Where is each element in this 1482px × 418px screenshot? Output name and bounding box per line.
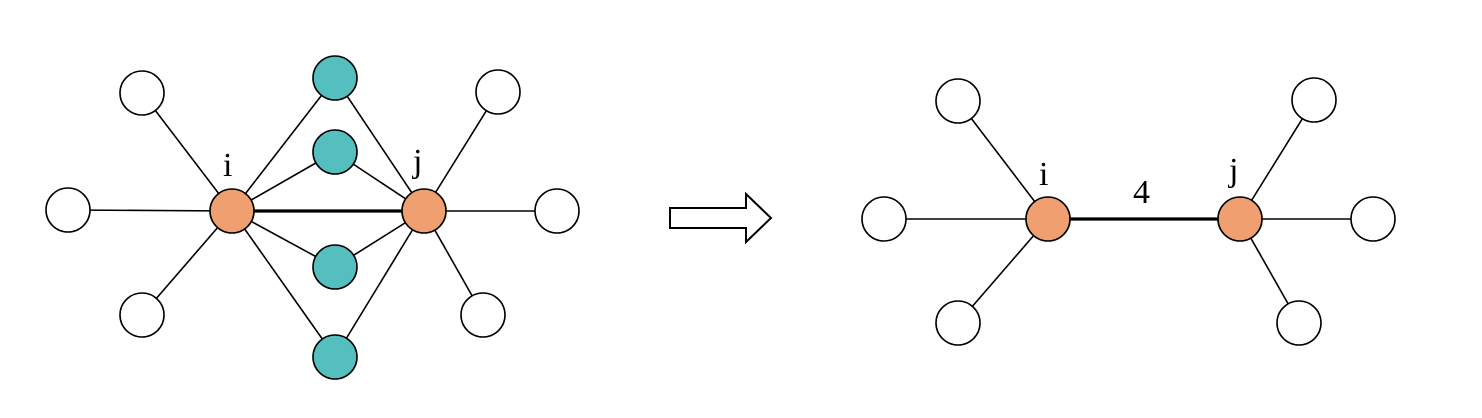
node-shared-neighbor <box>312 55 358 101</box>
edge-j-neighbor-top-right <box>1239 99 1315 220</box>
edge-i-neighbor-bottom-left <box>141 210 233 316</box>
node-j <box>1217 196 1263 242</box>
node-i <box>209 188 255 234</box>
node-neighbor <box>935 300 981 346</box>
node-neighbor <box>1291 77 1337 123</box>
label-i: i <box>223 147 232 184</box>
edge-j-shared-1 <box>334 77 425 212</box>
edge-i-shared-1 <box>231 77 336 212</box>
node-shared-neighbor <box>312 334 358 380</box>
node-neighbor <box>119 292 165 338</box>
node-neighbor <box>45 187 91 233</box>
edge-j-neighbor-top-right <box>423 91 499 212</box>
node-shared-neighbor <box>312 244 358 290</box>
node-j <box>401 188 447 234</box>
node-neighbor <box>1350 196 1396 242</box>
node-neighbor <box>534 188 580 234</box>
block-arrow-right-icon <box>669 191 773 245</box>
node-shared-neighbor <box>312 129 358 175</box>
node-neighbor <box>861 196 907 242</box>
node-neighbor <box>1276 300 1322 346</box>
node-neighbor <box>460 292 506 338</box>
edge-i-neighbor-left <box>67 209 233 212</box>
edge-j-shared-4 <box>334 210 425 358</box>
graph-after: i j 4 <box>861 77 1396 346</box>
label-i: i <box>1039 156 1048 193</box>
edge-weight-label: 4 <box>1133 174 1150 211</box>
node-neighbor <box>935 78 981 124</box>
label-j: j <box>412 143 422 180</box>
edge-i-neighbor-top-left <box>957 100 1049 220</box>
node-i <box>1025 196 1071 242</box>
node-neighbor <box>119 70 165 116</box>
label-j: j <box>1228 152 1238 189</box>
node-neighbor <box>475 69 521 115</box>
edge-i-shared-4 <box>231 210 336 358</box>
edge-i-neighbor-bottom-left <box>957 218 1049 324</box>
edge-i-neighbor-top-left <box>141 92 233 212</box>
graph-before: i j <box>45 55 580 380</box>
